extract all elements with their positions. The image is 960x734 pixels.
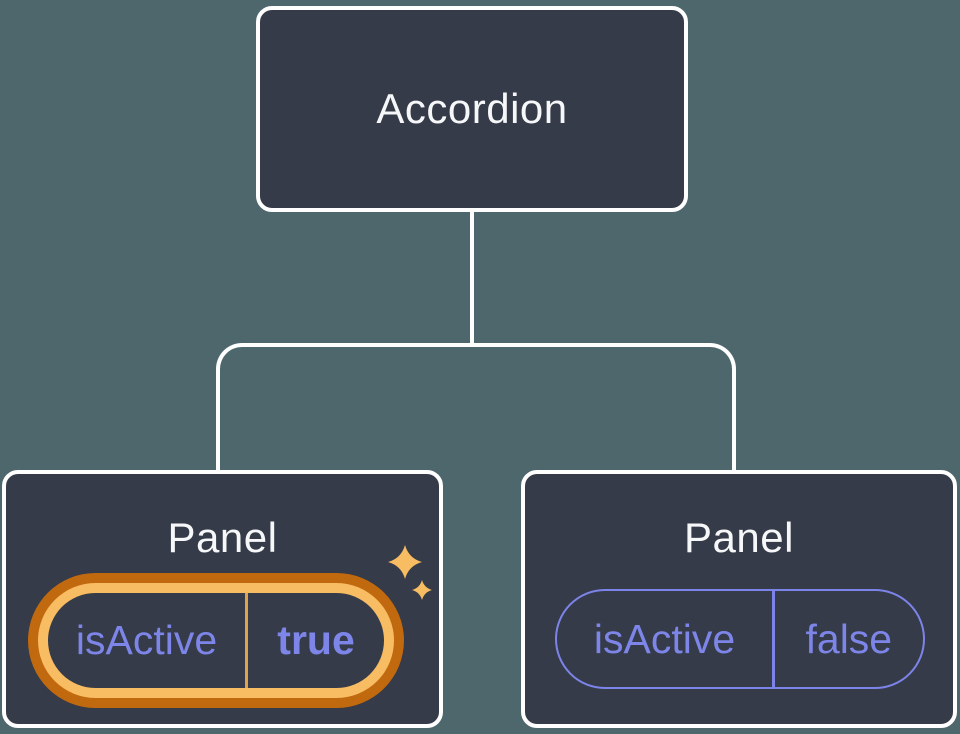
panel-node-active: Panel isActive true: [2, 470, 443, 728]
prop-pill-highlight-ring: isActive true: [28, 573, 404, 708]
prop-value: true: [277, 617, 355, 663]
prop-pill-highlight-ring-inner: isActive true: [38, 583, 394, 698]
panel-node-inactive: Panel isActive false: [521, 470, 957, 728]
connector-stem: [470, 211, 474, 345]
prop-pill-active: isActive true: [48, 593, 384, 688]
accordion-node: Accordion: [256, 6, 688, 212]
prop-pill-divider: [245, 593, 249, 688]
panel-title: Panel: [167, 514, 278, 561]
panel-title: Panel: [684, 514, 794, 561]
connector-branch: [216, 343, 736, 473]
prop-name: isActive: [75, 617, 218, 663]
prop-name: isActive: [593, 615, 736, 662]
accordion-node-label: Accordion: [376, 85, 568, 132]
prop-pill-divider: [772, 591, 775, 687]
sparkles-icon: [388, 545, 432, 600]
prop-value: false: [805, 615, 893, 662]
prop-pill-inactive: isActive false: [555, 589, 925, 689]
